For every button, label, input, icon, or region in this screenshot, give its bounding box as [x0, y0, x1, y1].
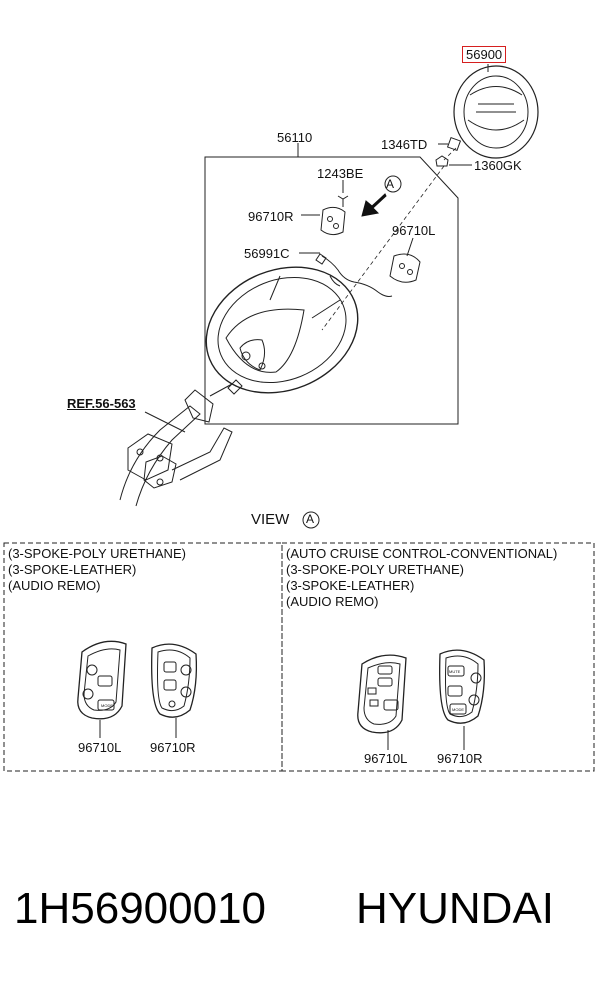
option-panel-left: [3, 542, 283, 772]
right-panel-switch-l-label[interactable]: 96710L: [364, 751, 408, 766]
right-panel-line-2: (3-SPOKE-POLY URETHANE): [286, 562, 464, 577]
right-panel-line-1: (AUTO CRUISE CONTROL-CONVENTIONAL): [286, 546, 558, 561]
wheel-part-label[interactable]: 56110: [277, 130, 313, 145]
view-marker-a: A: [386, 177, 395, 191]
nut-1346td: [438, 136, 462, 152]
ref-link[interactable]: REF.56-563: [67, 396, 136, 411]
right-panel-switch-r-label[interactable]: 96710R: [437, 751, 483, 766]
wheel-assembly-frame: [204, 156, 459, 425]
right-panel-switch-r: [439, 649, 486, 724]
steering-wheel: [205, 266, 359, 394]
footer-brand: HYUNDAI: [356, 884, 555, 933]
bolt-1360gk: [435, 155, 472, 167]
left-panel-line-3: (AUDIO REMO): [8, 578, 101, 593]
switch-96710l-small: [389, 237, 421, 283]
right-panel-switch-l: [357, 654, 407, 734]
wire-harness-56991c: [299, 252, 393, 297]
airbag-module: [453, 64, 539, 159]
right-mode-text: MODE: [452, 707, 464, 712]
switch-96710r-small: [301, 206, 346, 236]
left-mode-text: MODE: [101, 703, 113, 708]
switch-r-part-label[interactable]: 96710R: [248, 209, 294, 224]
bolt-part-label[interactable]: 1243BE: [317, 166, 364, 181]
view-arrow: [361, 193, 387, 217]
bolt-top-part-label[interactable]: 1360GK: [474, 158, 522, 173]
left-panel-switch-r-label[interactable]: 96710R: [150, 740, 196, 755]
left-panel-switch-l-label[interactable]: 96710L: [78, 740, 122, 755]
left-panel-switch-r: [151, 643, 198, 718]
bolt-1243be: [337, 180, 349, 207]
right-panel-line-4: (AUDIO REMO): [286, 594, 379, 609]
switch-l-part-label[interactable]: 96710L: [392, 223, 436, 238]
left-panel-line-1: (3-SPOKE-POLY URETHANE): [8, 546, 186, 561]
wire-part-label[interactable]: 56991C: [244, 246, 290, 261]
steering-column: [119, 379, 243, 507]
right-mute-text: MUTE: [449, 669, 461, 674]
nut-part-label[interactable]: 1346TD: [381, 137, 428, 152]
view-label: VIEW: [251, 511, 290, 528]
view-marker-a-bottom: A: [306, 512, 315, 526]
airbag-part-label[interactable]: 56900: [462, 46, 507, 63]
right-panel-line-3: (3-SPOKE-LEATHER): [286, 578, 415, 593]
left-panel-line-2: (3-SPOKE-LEATHER): [8, 562, 137, 577]
left-panel-switch-l: [77, 640, 127, 720]
footer-part-number: 1H56900010: [14, 884, 267, 933]
option-panel-right: [281, 542, 595, 772]
